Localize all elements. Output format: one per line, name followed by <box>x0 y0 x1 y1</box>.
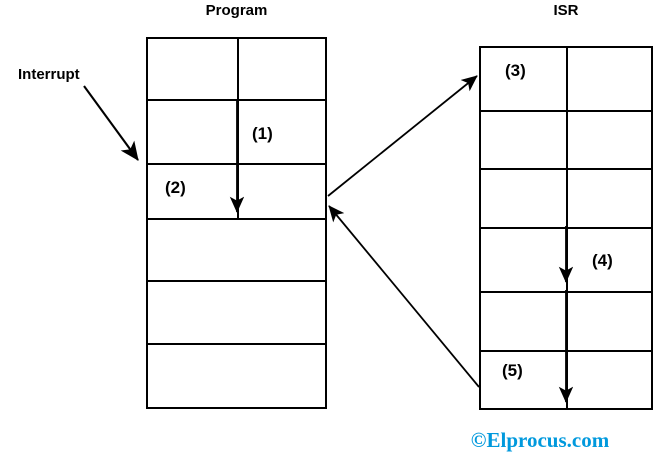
program-row-divider-3 <box>148 218 325 220</box>
isr-step-5-label: (5) <box>502 361 523 380</box>
isr-column-divider <box>566 48 568 408</box>
interrupt-annotation-label: Interrupt <box>18 66 80 83</box>
elprocus-watermark: ©Elprocus.com <box>470 428 610 452</box>
program-column-divider <box>237 39 239 218</box>
program-step-2-label: (2) <box>165 178 186 197</box>
program-row-divider-5 <box>148 343 325 345</box>
program-row-divider-4 <box>148 280 325 282</box>
isr-step-4-label: (4) <box>592 251 613 270</box>
isr-step-3-label: (3) <box>505 61 526 80</box>
program-table <box>146 37 327 409</box>
isr-table-title: ISR <box>553 2 579 19</box>
interrupt-arrow <box>83 85 139 161</box>
isr-table <box>479 46 653 410</box>
program-to-isr-arrow <box>327 75 478 197</box>
program-step-1-label: (1) <box>252 124 273 143</box>
program-table-title: Program <box>205 2 268 19</box>
isr-to-program-return-arrow <box>328 205 480 388</box>
